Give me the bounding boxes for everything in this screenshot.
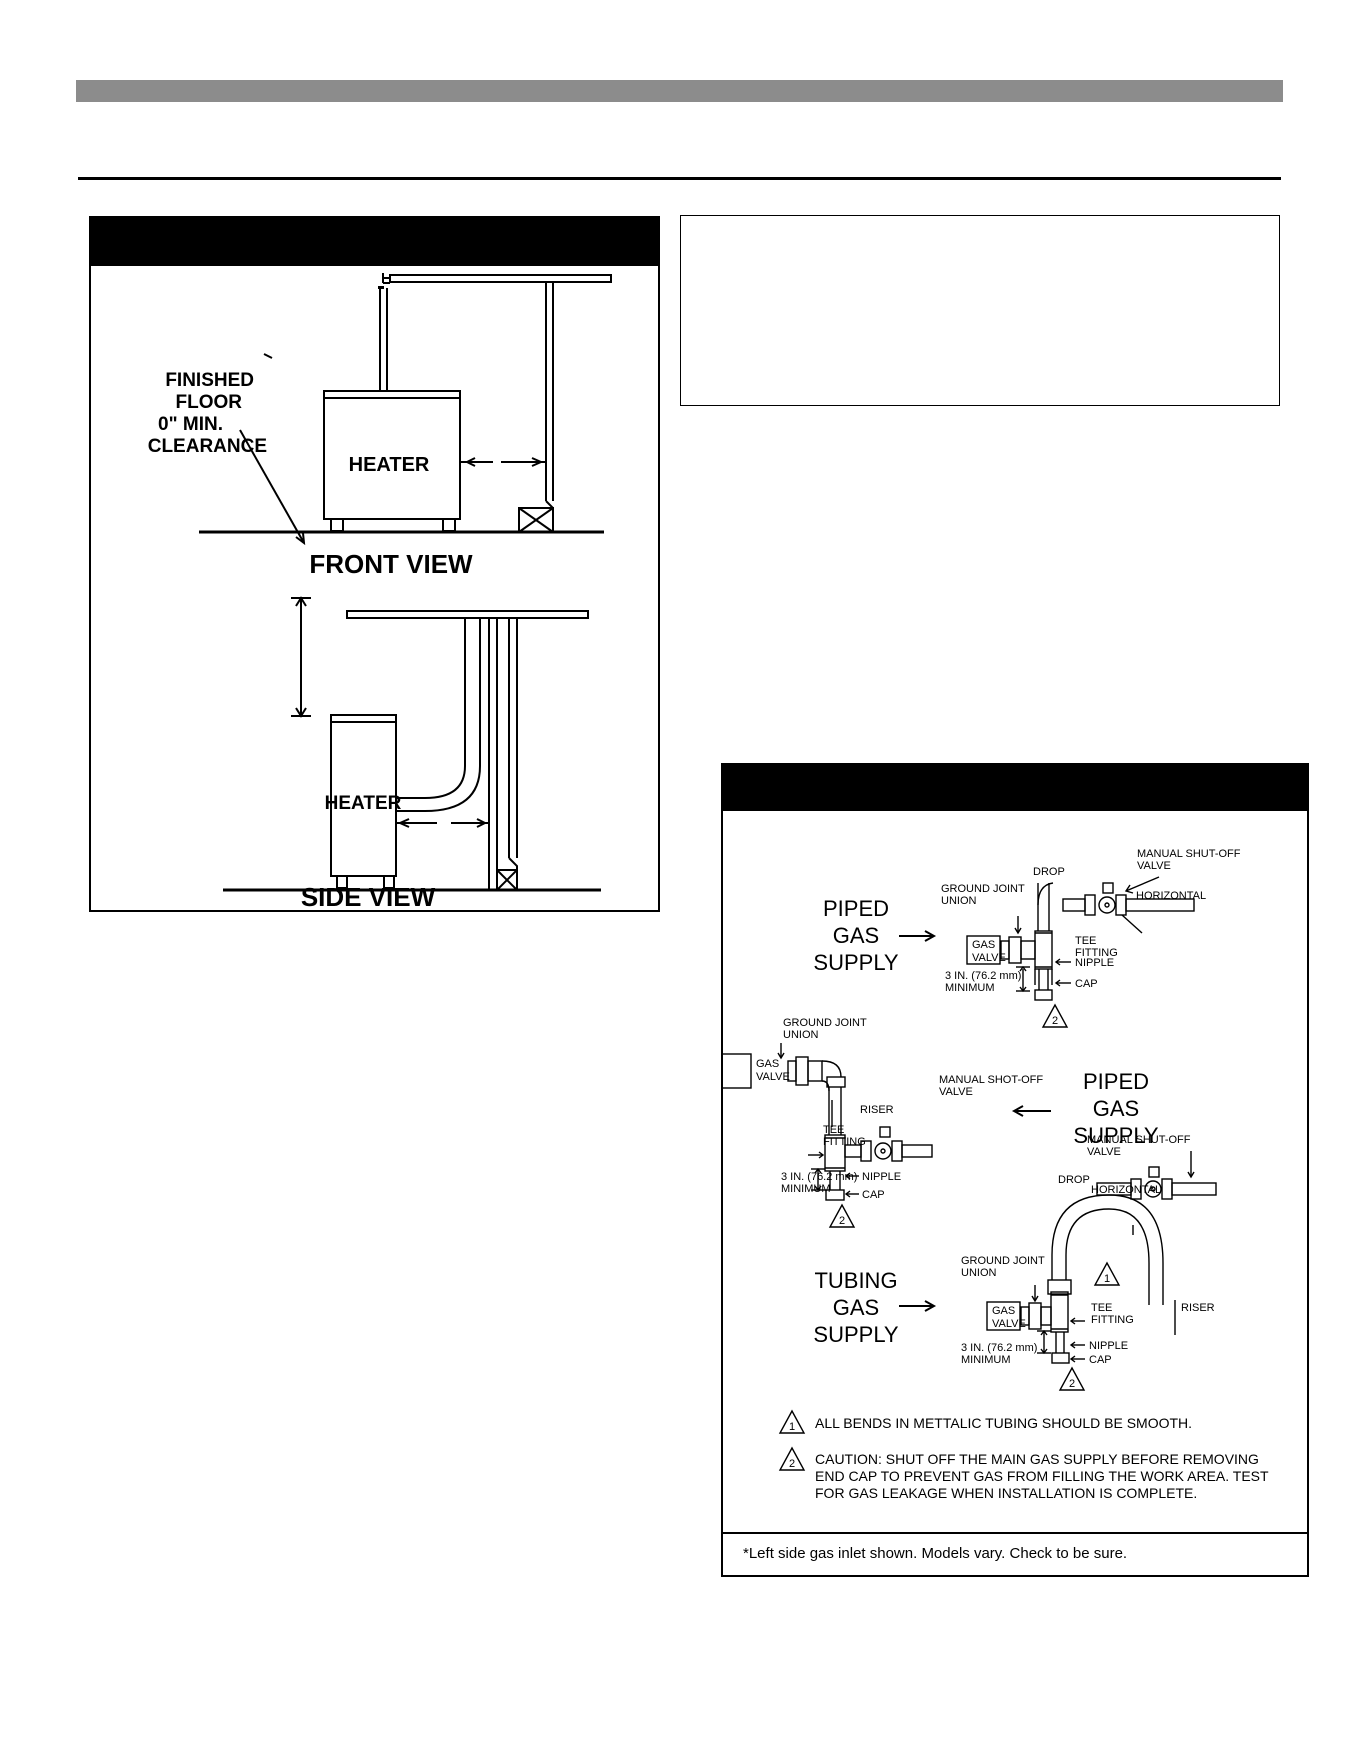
top-nipple-label: NIPPLE [1075,957,1114,969]
top-drop-label: DROP [1033,866,1065,878]
top-min-line-1: 3 IN. (76.2 mm) [945,970,1021,982]
header-rule [78,177,1281,180]
clearance-figure: FINISHED FLOOR 0" MIN. CLEARANCE HEATER … [89,216,660,912]
mid-shutoff-line-2: VALVE [939,1086,973,1098]
top-shutoff-line-1: MANUAL SHUT-OFF [1137,848,1241,860]
finished-floor-line-4: CLEARANCE [148,436,267,457]
gas-supply-figure-header [723,765,1307,811]
mid-marker-2: 2 [839,1215,845,1227]
mid-min-line-2: MINIMUM [781,1183,831,1195]
side-heater-label: HEATER [325,793,402,814]
mid-tee-line-1: TEE [823,1124,844,1136]
mid-cap-label: CAP [862,1189,885,1201]
mid-ground-joint-line-2: UNION [783,1029,819,1041]
top-tee-line-2: FITTING [1075,947,1118,959]
top-cap-label: CAP [1075,978,1098,990]
top-supply-line-1: PIPED [823,896,889,921]
bot-ground-joint-line-1: GROUND JOINT [961,1255,1045,1267]
gas-figure-footnote: *Left side gas inlet shown. Models vary.… [723,1532,1307,1575]
mid-tee-line-2: FITTING [823,1136,866,1148]
mid-supply-line-1: PIPED [1083,1069,1149,1094]
top-tee-line-1: TEE [1075,935,1096,947]
top-gas-valve-line-2: VALVE [972,952,1006,964]
top-supply-line-3: SUPPLY [813,950,899,975]
top-supply-line-2: GAS [833,923,879,948]
bot-marker-1: 1 [1104,1273,1110,1285]
mid-min-line-1: 3 IN. (76.2 mm) [781,1171,857,1183]
side-view-label: SIDE VIEW [301,882,436,910]
top-shutoff-line-2: VALVE [1137,860,1171,872]
note-2-line-1: CAUTION: SHUT OFF THE MAIN GAS SUPPLY BE… [815,1451,1259,1467]
clearance-figure-header [91,218,658,266]
note-1-text: ALL BENDS IN METTALIC TUBING SHOULD BE S… [815,1415,1192,1431]
gas-supply-figure: PIPED GAS SUPPLY MANUAL SHUT-OFF VALVE D… [721,763,1309,1577]
mid-riser-label: RISER [860,1104,894,1116]
mid-shutoff-line-1: MANUAL SHOT-OFF [939,1074,1043,1086]
front-view-label: FRONT VIEW [309,549,473,579]
note-2-line-3: FOR GAS LEAKAGE WHEN INSTALLATION IS COM… [815,1485,1197,1501]
bot-marker-2: 2 [1069,1378,1075,1390]
bot-cap-label: CAP [1089,1354,1112,1366]
note-2-line-2: END CAP TO PREVENT GAS FROM FILLING THE … [815,1468,1269,1484]
mid-gas-valve-line-2: VALVE [756,1071,790,1083]
finished-floor-line-3: 0" MIN. [158,414,223,435]
mid-supply-line-2: GAS [1093,1096,1139,1121]
top-min-line-2: MINIMUM [945,982,995,994]
bot-shutoff-line-1: MANUAL SHUT-OFF [1087,1134,1191,1146]
bot-riser-label: RISER [1181,1302,1215,1314]
note-2-marker: 2 [789,1458,795,1470]
top-horizontal-label: HORIZONTAL [1136,890,1206,902]
note-1-marker: 1 [789,1421,795,1433]
bot-horizontal-label: HORIZONTAL [1091,1184,1161,1196]
top-ground-joint-line-1: GROUND JOINT [941,883,1025,895]
finished-floor-line-2: FLOOR [176,392,243,413]
mid-gas-valve-line-1: GAS [756,1058,779,1070]
bot-gas-valve-line-1: GAS [992,1305,1015,1317]
mid-ground-joint-line-1: GROUND JOINT [783,1017,867,1029]
text-box [680,215,1280,406]
clearance-drawing: FINISHED FLOOR 0" MIN. CLEARANCE HEATER … [148,273,612,910]
bot-supply-line-3: SUPPLY [813,1322,899,1347]
bot-tee-line-1: TEE [1091,1302,1112,1314]
bot-supply-line-1: TUBING [814,1268,897,1293]
top-marker-2: 2 [1052,1015,1058,1027]
gas-supply-drawing: PIPED GAS SUPPLY MANUAL SHUT-OFF VALVE D… [723,848,1269,1501]
bot-nipple-label: NIPPLE [1089,1340,1128,1352]
bot-gas-valve-line-2: VALVE [992,1318,1026,1330]
front-heater-label: HEATER [349,454,430,476]
bot-tee-line-2: FITTING [1091,1314,1134,1326]
mid-supply-line-3: SUPPLY [1073,1123,1159,1148]
bot-min-line-1: 3 IN. (76.2 mm) [961,1342,1037,1354]
bot-supply-line-2: GAS [833,1295,879,1320]
bot-ground-joint-line-2: UNION [961,1267,997,1279]
mid-nipple-label: NIPPLE [862,1171,901,1183]
finished-floor-line-1: FINISHED [165,370,254,391]
header-band [76,80,1283,102]
top-ground-joint-line-2: UNION [941,895,977,907]
bot-shutoff-line-2: VALVE [1087,1146,1121,1158]
top-gas-valve-line-1: GAS [972,939,995,951]
bot-min-line-2: MINIMUM [961,1354,1011,1366]
bot-drop-label: DROP [1058,1174,1090,1186]
